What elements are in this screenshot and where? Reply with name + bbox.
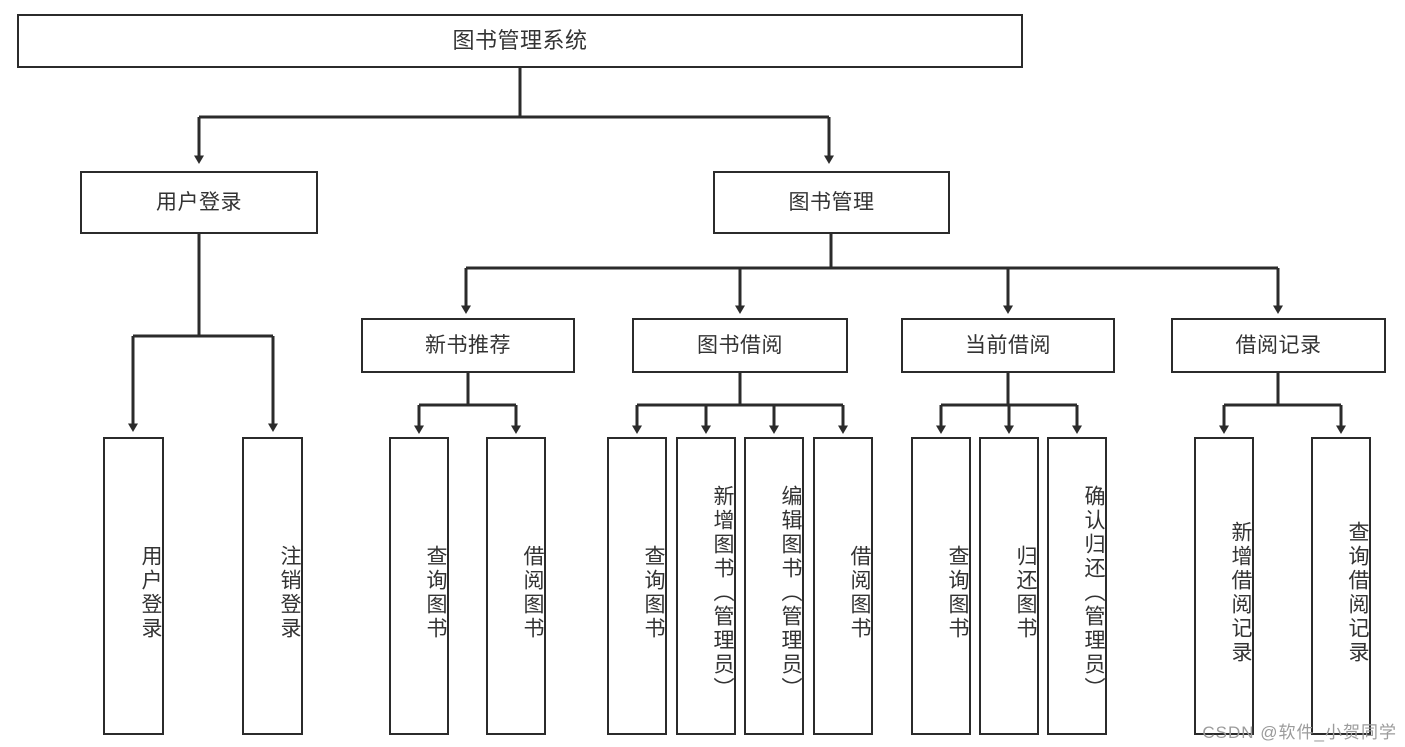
node-leaf-borrow-book-2[interactable]: 借阅图书	[813, 437, 873, 735]
node-current-borrow[interactable]: 当前借阅	[901, 318, 1115, 373]
node-leaf-borrow-book-1[interactable]: 借阅图书	[486, 437, 546, 735]
node-user-login[interactable]: 用户登录	[80, 171, 318, 234]
node-label: 查询图书	[424, 545, 447, 641]
node-label: 编辑图书（管理员）	[779, 485, 802, 701]
node-label: 图书管理系统	[452, 27, 588, 53]
node-label: 查询图书	[642, 545, 665, 641]
node-leaf-query-record[interactable]: 查询借阅记录	[1311, 437, 1371, 735]
node-book-borrow[interactable]: 图书借阅	[632, 318, 848, 373]
node-new-book-recommend[interactable]: 新书推荐	[361, 318, 575, 373]
node-label: 归还图书	[1014, 545, 1037, 641]
node-label: 借阅图书	[848, 545, 871, 641]
node-leaf-user-logout[interactable]: 注销登录	[242, 437, 303, 735]
node-leaf-user-login[interactable]: 用户登录	[103, 437, 164, 735]
node-label: 借阅图书	[521, 545, 544, 641]
node-book-manage[interactable]: 图书管理	[713, 171, 950, 234]
node-label: 确认归还（管理员）	[1082, 485, 1105, 701]
node-label: 新增图书（管理员）	[711, 485, 734, 701]
node-label: 注销登录	[278, 545, 301, 641]
node-leaf-query-book-3[interactable]: 查询图书	[911, 437, 971, 735]
node-label: 查询借阅记录	[1346, 521, 1369, 665]
node-label: 用户登录	[156, 190, 242, 214]
node-label: 图书借阅	[697, 333, 783, 357]
node-leaf-edit-book[interactable]: 编辑图书（管理员）	[744, 437, 804, 735]
node-leaf-add-book[interactable]: 新增图书（管理员）	[676, 437, 736, 735]
node-label: 新书推荐	[425, 333, 511, 357]
node-root-system[interactable]: 图书管理系统	[17, 14, 1023, 68]
node-leaf-query-book-1[interactable]: 查询图书	[389, 437, 449, 735]
csdn-watermark: CSDN @软件_小贺同学	[1202, 723, 1397, 742]
node-leaf-return-book[interactable]: 归还图书	[979, 437, 1039, 735]
node-leaf-confirm-return[interactable]: 确认归还（管理员）	[1047, 437, 1107, 735]
node-label: 用户登录	[139, 545, 162, 641]
node-leaf-query-book-2[interactable]: 查询图书	[607, 437, 667, 735]
node-label: 借阅记录	[1235, 333, 1322, 357]
node-label: 图书管理	[788, 190, 875, 214]
node-leaf-add-record[interactable]: 新增借阅记录	[1194, 437, 1254, 735]
node-label: 新增借阅记录	[1229, 521, 1252, 665]
node-label: 查询图书	[946, 545, 969, 641]
node-borrow-record[interactable]: 借阅记录	[1171, 318, 1386, 373]
node-label: 当前借阅	[965, 333, 1051, 357]
